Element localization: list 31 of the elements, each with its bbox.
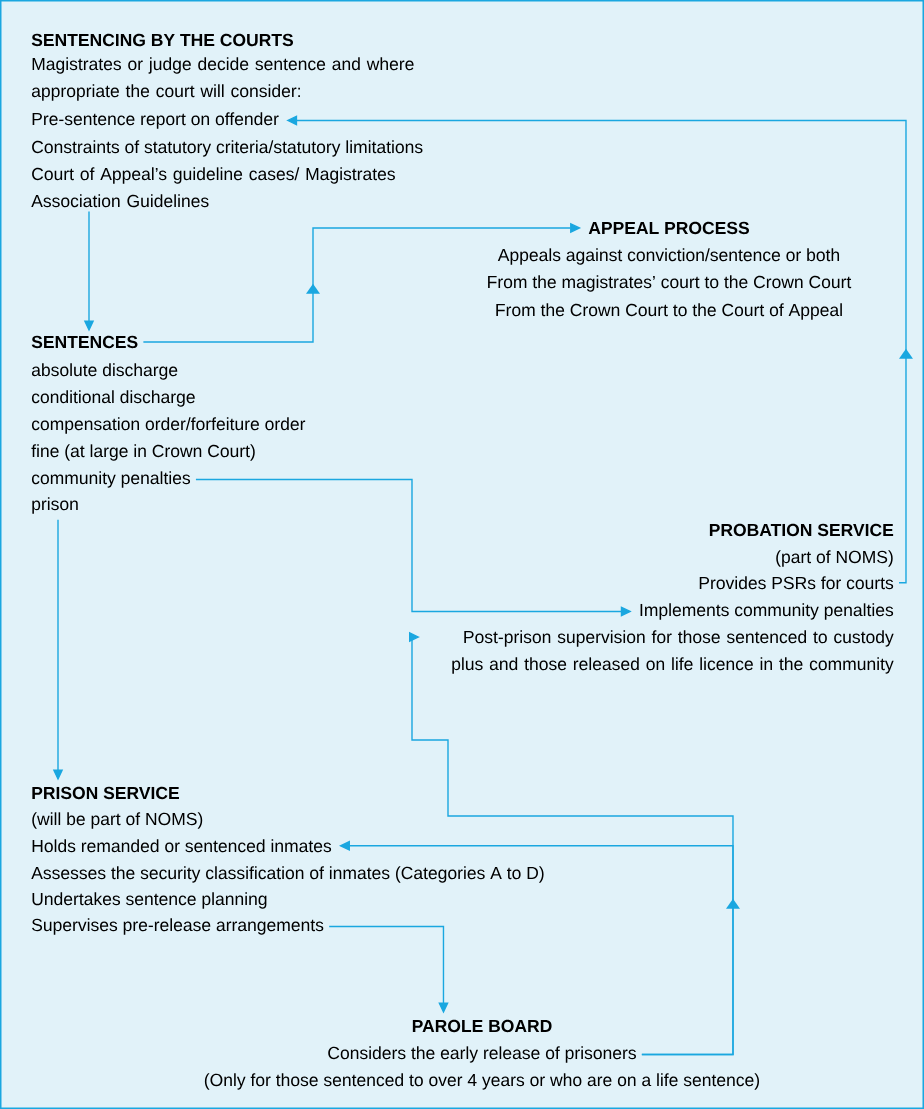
text-line: Constraints of statutory criteria/statutory limitations bbox=[32, 140, 423, 157]
text-line: absolute discharge bbox=[31, 363, 178, 380]
text-line: Court of Appeal’s guideline cases/ Magistrates Association Guidelines bbox=[31, 167, 395, 208]
text-line: Magistrates or judge decide sentence and where appropriate the court will consider: bbox=[31, 57, 414, 101]
text-line: Post-prison supervision for those sentenced to custody plus and those released on life licence in the community bbox=[452, 630, 894, 674]
text-line: community penalties bbox=[31, 471, 191, 488]
text-line: fine (at large in Crown Court) bbox=[31, 444, 255, 461]
text-line: Pre-sentence report on offender bbox=[32, 112, 279, 129]
text-line: From the magistrates’ court to the Crown Court bbox=[488, 275, 852, 292]
text-line: Provides PSRs for courts bbox=[699, 576, 894, 590]
text-line: Implements community penalties bbox=[640, 603, 894, 620]
text-line: Holds remanded or sentenced inmates bbox=[32, 839, 332, 853]
heading: SENTENCES bbox=[31, 335, 138, 349]
heading: PROBATION SERVICE bbox=[709, 523, 894, 537]
text-line: Assesses the security classification of inmates (Categories A to D) bbox=[31, 866, 544, 883]
text-line: compensation order/forfeiture order bbox=[31, 417, 306, 434]
heading: SENTENCING BY THE COURTS bbox=[31, 33, 293, 47]
text-line: (part of NOMS) bbox=[776, 550, 893, 567]
text-line: Appeals against conviction/sentence or both bbox=[497, 248, 839, 265]
text-line: conditional discharge bbox=[31, 390, 195, 407]
text-line: Undertakes sentence planning bbox=[32, 892, 267, 909]
arrow bbox=[408, 631, 734, 1056]
text-line: (Only for those sentenced to over 4 years or who are on a life sentence) bbox=[204, 1073, 759, 1090]
heading: PRISON SERVICE bbox=[32, 786, 179, 800]
text-line: (will be part of NOMS) bbox=[32, 812, 203, 829]
heading: APPEAL PROCESS bbox=[588, 221, 749, 235]
text-line: prison bbox=[32, 497, 78, 514]
heading: PAROLE BOARD bbox=[412, 1019, 552, 1033]
text-line: From the Crown Court to the Court of Appeal bbox=[496, 303, 842, 320]
text-line: Considers the early release of prisoners bbox=[328, 1046, 636, 1063]
text-line: Supervises pre-release arrangements bbox=[32, 918, 324, 935]
